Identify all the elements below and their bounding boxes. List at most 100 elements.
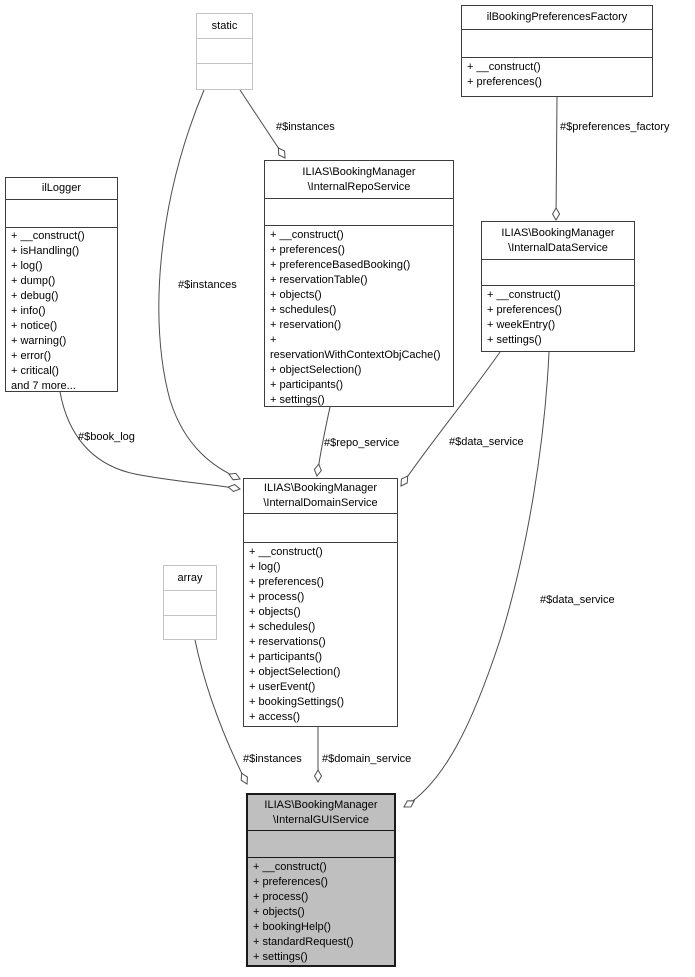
method-label: + schedules(): [270, 304, 337, 316]
class-il-logger[interactable]: ilLogger + __construct()+ isHandling()+ …: [5, 177, 118, 392]
class-internal-gui-service[interactable]: ILIAS\BookingManager \InternalGUIService…: [246, 793, 396, 967]
method-label: + settings(): [270, 394, 325, 406]
methods-compartment: [164, 616, 216, 639]
attributes-compartment: [482, 260, 634, 286]
class-title-text: \InternalDomainService: [263, 497, 378, 509]
method-label: + preferences(): [270, 244, 345, 256]
attributes-compartment: [244, 514, 397, 543]
method-label: + log(): [11, 260, 43, 272]
edge-label-data-service-gui: #$data_service: [540, 594, 615, 606]
method-label: + standardRequest(): [253, 936, 354, 948]
class-title: static: [197, 14, 252, 39]
class-title: ILIAS\BookingManager \InternalGUIService: [248, 795, 394, 831]
method-label: + __construct(): [249, 546, 323, 558]
class-array: array: [163, 565, 217, 640]
edge-label-data-service-domain: #$data_service: [449, 436, 524, 448]
methods-compartment: + __construct() + preferences() + weekEntr…: [482, 286, 634, 351]
method-label: + dump(): [11, 275, 56, 287]
class-title: ILIAS\BookingManager \InternalRepoServic…: [265, 161, 453, 199]
method-label: + bookingHelp(): [253, 921, 331, 933]
attributes-compartment: [164, 591, 216, 616]
method-label: + weekEntry(): [487, 319, 556, 331]
method-label: + objects(): [253, 906, 305, 918]
edge-label-instances-static-repo: #$instances: [276, 121, 335, 133]
attributes-compartment: [462, 30, 652, 58]
method-label: + userEvent(): [249, 681, 316, 693]
methods-compartment: + __construct() + preferences() + preferen…: [265, 226, 453, 406]
class-title-text: static: [211, 19, 238, 32]
method-label: + settings(): [253, 951, 308, 963]
class-il-booking-preferences-factory[interactable]: ilBookingPreferencesFactory + __construc…: [461, 5, 653, 97]
class-title-text: ILIAS\BookingManager: [501, 226, 615, 239]
attributes-compartment: [6, 200, 117, 228]
methods-compartment: + __construct() + isHandling() + log() + du…: [6, 228, 117, 392]
edge-data-to-gui: [403, 351, 550, 808]
class-title-text: \InternalGUIService: [273, 813, 369, 826]
class-title: ILIAS\BookingManager \InternalDataServic…: [482, 222, 634, 260]
method-label: + critical(): [11, 365, 59, 377]
method-label: + settings(): [487, 334, 542, 346]
method-label: + warning(): [11, 335, 67, 347]
method-label: + __construct(): [11, 230, 85, 242]
method-label: + objects(): [270, 289, 322, 301]
method-label: + bookingSettings(): [249, 696, 345, 708]
method-label: and 7 more...: [11, 380, 76, 392]
attributes-compartment: [197, 39, 252, 64]
class-internal-data-service[interactable]: ILIAS\BookingManager \InternalDataServic…: [481, 221, 635, 352]
method-label: + preferences(): [487, 304, 562, 316]
method-label: + isHandling(): [11, 245, 80, 257]
class-title-text: ilBookingPreferencesFactory: [486, 11, 628, 23]
methods-compartment: [197, 64, 252, 89]
methods-compartment: + __construct() + preferences(): [462, 58, 652, 96]
method-label: + log(): [249, 561, 281, 573]
method-label: + reservations(): [249, 636, 326, 648]
method-label: + debug(): [11, 290, 59, 302]
class-static: static: [196, 13, 253, 90]
edge-array-to-gui: [194, 639, 248, 785]
method-label: + __construct(): [253, 861, 327, 873]
edge-label-domain-service: #$domain_service: [322, 753, 412, 765]
method-label: + preferences(): [249, 576, 324, 588]
methods-compartment: + __construct() + log() + preferences() + p…: [244, 543, 397, 726]
method-label: + info(): [11, 305, 46, 317]
class-title-text: ILIAS\BookingManager: [302, 165, 416, 178]
method-label: + reservation(): [270, 319, 342, 331]
method-label: + process(): [253, 891, 309, 903]
method-label: + reservationWithContextObjCache(): [270, 334, 441, 361]
method-label: + preferences(): [467, 76, 542, 88]
method-label: + notice(): [11, 320, 58, 332]
edge-factory-to-data: [551, 96, 561, 221]
method-label: + preferenceBasedBooking(): [270, 259, 411, 271]
method-label: + __construct(): [270, 229, 344, 241]
edge-label-preferences-factory: #$preferences_factory: [560, 121, 670, 133]
class-title-text: \InternalDataService: [508, 241, 608, 254]
class-title-text: ilLogger: [41, 182, 82, 194]
class-title: ilLogger: [6, 178, 117, 200]
method-label: + objectSelection(): [249, 666, 341, 678]
class-title: ILIAS\BookingManager \InternalDomainServ…: [244, 479, 397, 514]
class-title-text: ILIAS\BookingManager: [263, 482, 378, 494]
attributes-compartment: [248, 831, 394, 858]
method-label: + access(): [249, 711, 301, 723]
method-label: + process(): [249, 591, 305, 603]
method-label: + error(): [11, 350, 52, 362]
method-label: + preferences(): [253, 876, 328, 888]
method-label: + __construct(): [487, 289, 561, 301]
method-label: + objectSelection(): [270, 364, 362, 376]
edge-label-instances-array-gui: #$instances: [243, 753, 302, 765]
class-title-text: array: [177, 571, 203, 584]
class-internal-domain-service[interactable]: ILIAS\BookingManager \InternalDomainServ…: [243, 478, 398, 727]
methods-compartment: + __construct() + preferences() + process(…: [248, 858, 394, 965]
class-title: ilBookingPreferencesFactory: [462, 6, 652, 30]
class-title: array: [164, 566, 216, 591]
class-internal-repo-service[interactable]: ILIAS\BookingManager \InternalRepoServic…: [264, 160, 454, 407]
attributes-compartment: [265, 199, 453, 226]
method-label: + __construct(): [467, 61, 541, 73]
method-label: + participants(): [249, 651, 323, 663]
method-label: + participants(): [270, 379, 344, 391]
method-label: + schedules(): [249, 621, 316, 633]
edge-label-book-log: #$book_log: [78, 431, 135, 443]
edge-label-repo-service: #$repo_service: [324, 437, 400, 449]
method-label: + objects(): [249, 606, 301, 618]
